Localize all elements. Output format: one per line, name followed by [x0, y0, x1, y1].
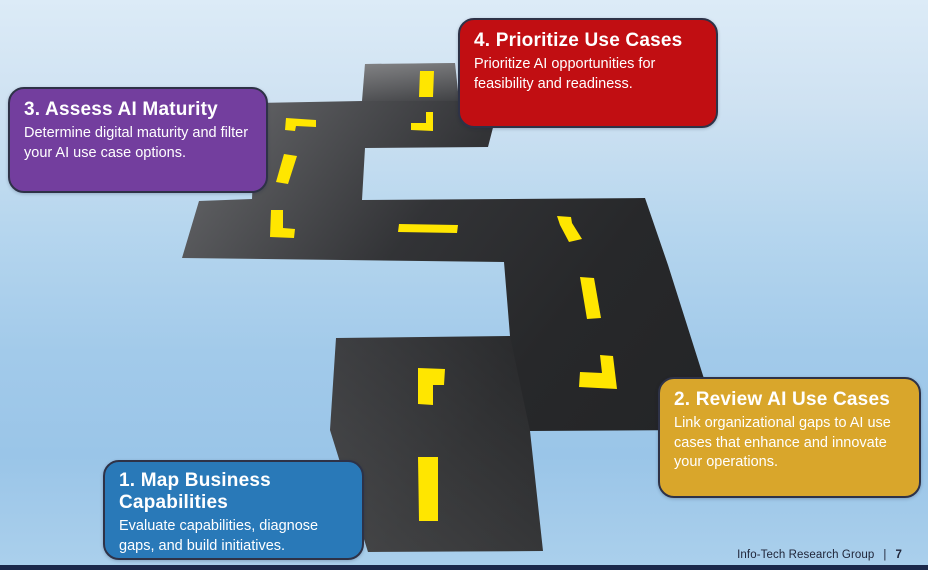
road-asphalt	[182, 63, 706, 552]
step-2-callout: 2. Review AI Use Cases Link organization…	[658, 377, 921, 498]
step-2-description: Link organizational gaps to AI use cases…	[674, 415, 891, 470]
lane-marking	[276, 154, 297, 184]
lane-marking	[418, 368, 445, 405]
step-1-title: 1. Map Business Capabilities	[119, 470, 271, 513]
lane-markings	[270, 71, 617, 521]
lane-marking	[557, 216, 582, 242]
lane-marking	[580, 277, 601, 319]
footer-separator: |	[883, 549, 887, 561]
road-highlight-bottom	[330, 336, 543, 552]
lane-marking	[418, 457, 438, 521]
step-1-callout: 1. Map Business Capabilities Evaluate ca…	[103, 460, 364, 560]
step-4-description: Prioritize AI opportunities for feasibil…	[474, 56, 656, 92]
step-4-title: 4. Prioritize Use Cases	[474, 30, 683, 51]
footer-page-number: 7	[895, 549, 902, 561]
footer: Info-Tech Research Group | 7	[737, 549, 902, 561]
step-3-description: Determine digital maturity and filter yo…	[24, 125, 249, 161]
lane-marking	[270, 210, 295, 238]
footer-brand: Info-Tech Research Group	[737, 549, 875, 561]
step-3-callout: 3. Assess AI Maturity Determine digital …	[8, 87, 268, 193]
step-1-description: Evaluate capabilities, diagnose gaps, an…	[119, 518, 319, 554]
lane-marking	[411, 112, 433, 131]
lane-marking	[419, 71, 434, 97]
step-2-title: 2. Review AI Use Cases	[674, 389, 890, 410]
step-3-title: 3. Assess AI Maturity	[24, 99, 218, 120]
lane-marking	[579, 355, 617, 389]
lane-marking	[398, 224, 458, 233]
footer-accent-bar	[0, 565, 928, 570]
road-highlight-top	[362, 63, 459, 101]
lane-marking	[285, 118, 316, 131]
step-4-callout: 4. Prioritize Use Cases Prioritize AI op…	[458, 18, 718, 128]
